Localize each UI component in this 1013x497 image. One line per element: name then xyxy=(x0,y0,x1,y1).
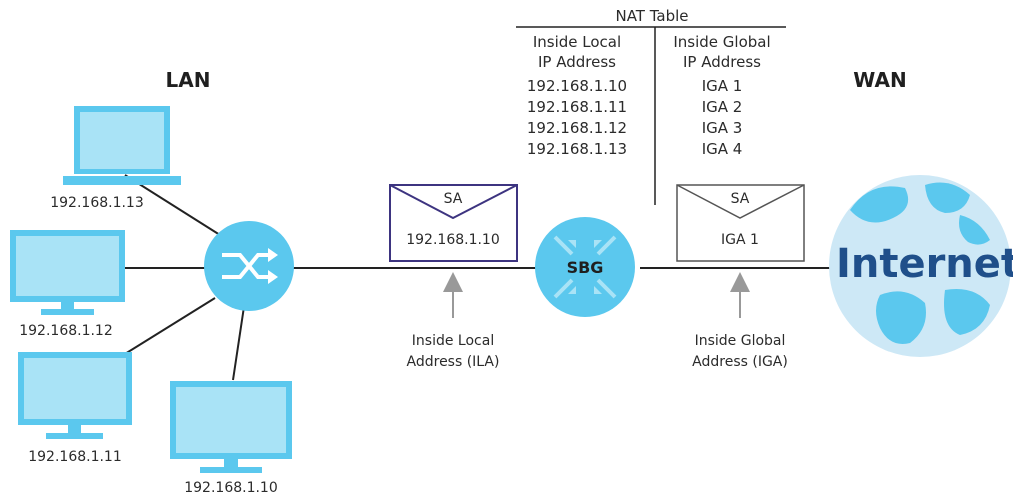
nat-row-global: IGA 2 xyxy=(702,98,743,116)
nat-table: NAT Table Inside Local IP Address Inside… xyxy=(516,7,786,205)
nat-table-title: NAT Table xyxy=(615,7,688,25)
connection-lines xyxy=(119,174,835,381)
nat-col1-header-1: Inside Local xyxy=(533,33,621,51)
iga-label-line1: Inside Global xyxy=(695,333,786,349)
packet-address-label: 192.168.1.10 xyxy=(406,232,500,248)
monitor-icon xyxy=(10,230,125,315)
device-ip-label: 192.168.1.11 xyxy=(28,449,122,465)
gateway-label: SBG xyxy=(567,258,604,277)
monitor-icon xyxy=(18,352,132,439)
globe-icon xyxy=(829,175,1011,357)
iga-label-line2: Address (IGA) xyxy=(692,354,788,370)
nat-row-local: 192.168.1.12 xyxy=(527,119,627,137)
nat-row-local: 192.168.1.10 xyxy=(527,77,627,95)
nat-col1-header-2: IP Address xyxy=(538,53,616,71)
nat-row-global: IGA 1 xyxy=(702,77,743,95)
device-ip-label: 192.168.1.12 xyxy=(19,323,113,339)
wan-label: WAN xyxy=(853,68,906,92)
gateway-icon xyxy=(535,217,635,317)
nat-col2-header-2: IP Address xyxy=(683,53,761,71)
packet-sa-label: SA xyxy=(444,191,463,207)
nat-col2-header-1: Inside Global xyxy=(673,33,770,51)
ila-label-line2: Address (ILA) xyxy=(407,354,500,370)
envelope-icon xyxy=(389,184,518,262)
nat-row-global: IGA 3 xyxy=(702,119,743,137)
internet-label: Internet xyxy=(836,241,1013,287)
packet-sa-label: SA xyxy=(731,191,750,207)
laptop-icon xyxy=(63,106,181,185)
envelope-icon xyxy=(676,184,805,262)
monitor-icon xyxy=(170,381,292,473)
nat-row-local: 192.168.1.13 xyxy=(527,140,627,158)
packet-address-label: IGA 1 xyxy=(721,232,759,248)
nat-row-global: IGA 4 xyxy=(702,140,743,158)
device-ip-label: 192.168.1.10 xyxy=(184,480,278,496)
lan-label: LAN xyxy=(166,68,211,92)
nat-row-local: 192.168.1.11 xyxy=(527,98,627,116)
switch-icon xyxy=(204,221,294,311)
device-ip-label: 192.168.1.13 xyxy=(50,195,144,211)
ila-label-line1: Inside Local xyxy=(412,333,494,349)
